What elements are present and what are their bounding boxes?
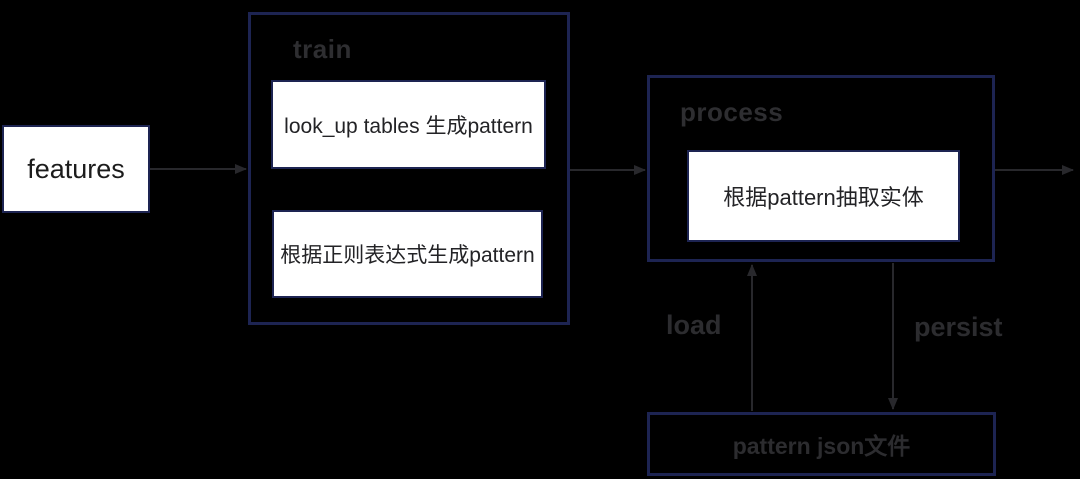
- process-step-extract-entities-node: 根据pattern抽取实体: [687, 150, 960, 242]
- train-title: train: [293, 34, 352, 64]
- train-step-regex-label: 根据正则表达式生成pattern: [280, 244, 535, 267]
- process-step-extract-entities-label: 根据pattern抽取实体: [723, 185, 924, 210]
- train-step-lookup-tables-label: look_up tables 生成pattern: [284, 114, 533, 138]
- process-title: process: [680, 97, 784, 127]
- features-label: features: [27, 153, 125, 184]
- pattern-json-file-node: pattern json文件: [647, 412, 996, 476]
- pattern-json-file-label: pattern json文件: [732, 433, 911, 459]
- load-edge-label: load: [666, 310, 722, 340]
- train-step-lookup-tables-node: look_up tables 生成pattern: [271, 80, 546, 169]
- features-node: features: [2, 125, 150, 213]
- persist-edge-label: persist: [914, 312, 1003, 342]
- train-step-regex-node: 根据正则表达式生成pattern: [272, 210, 543, 298]
- process-container: process 根据pattern抽取实体: [647, 75, 995, 262]
- train-container: train look_up tables 生成pattern 根据正则表达式生成…: [248, 12, 570, 325]
